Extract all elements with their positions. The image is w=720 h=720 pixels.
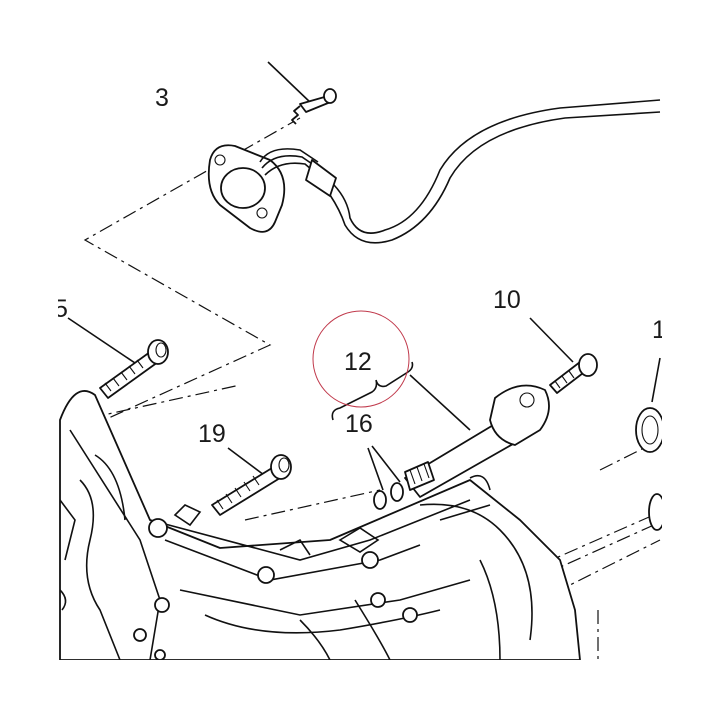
bolt-part-19[interactable]: [211, 447, 292, 516]
bolt-part-5[interactable]: [67, 317, 169, 399]
callout-10: 10: [493, 286, 521, 314]
gearbox-housing: [59, 390, 581, 661]
bottom-crop-mask: [0, 660, 720, 720]
callout-16: 16: [345, 410, 373, 438]
group-brace: [331, 361, 414, 421]
washers-part-16[interactable]: [367, 445, 404, 510]
seal-ring-part-1[interactable]: [635, 357, 666, 531]
left-crop-mask: [0, 0, 58, 720]
sensor-flange-part-3[interactable]: [207, 61, 661, 244]
right-crop-mask: [662, 0, 720, 720]
callout-3: 3: [155, 84, 169, 112]
highlight-circle: [312, 310, 410, 408]
bolt-part-10[interactable]: [529, 317, 598, 394]
lever-assembly-part-12[interactable]: [404, 374, 550, 498]
assembly-centerlines: [59, 117, 666, 660]
callout-19: 19: [198, 420, 226, 448]
callout-12: 12: [344, 348, 372, 376]
